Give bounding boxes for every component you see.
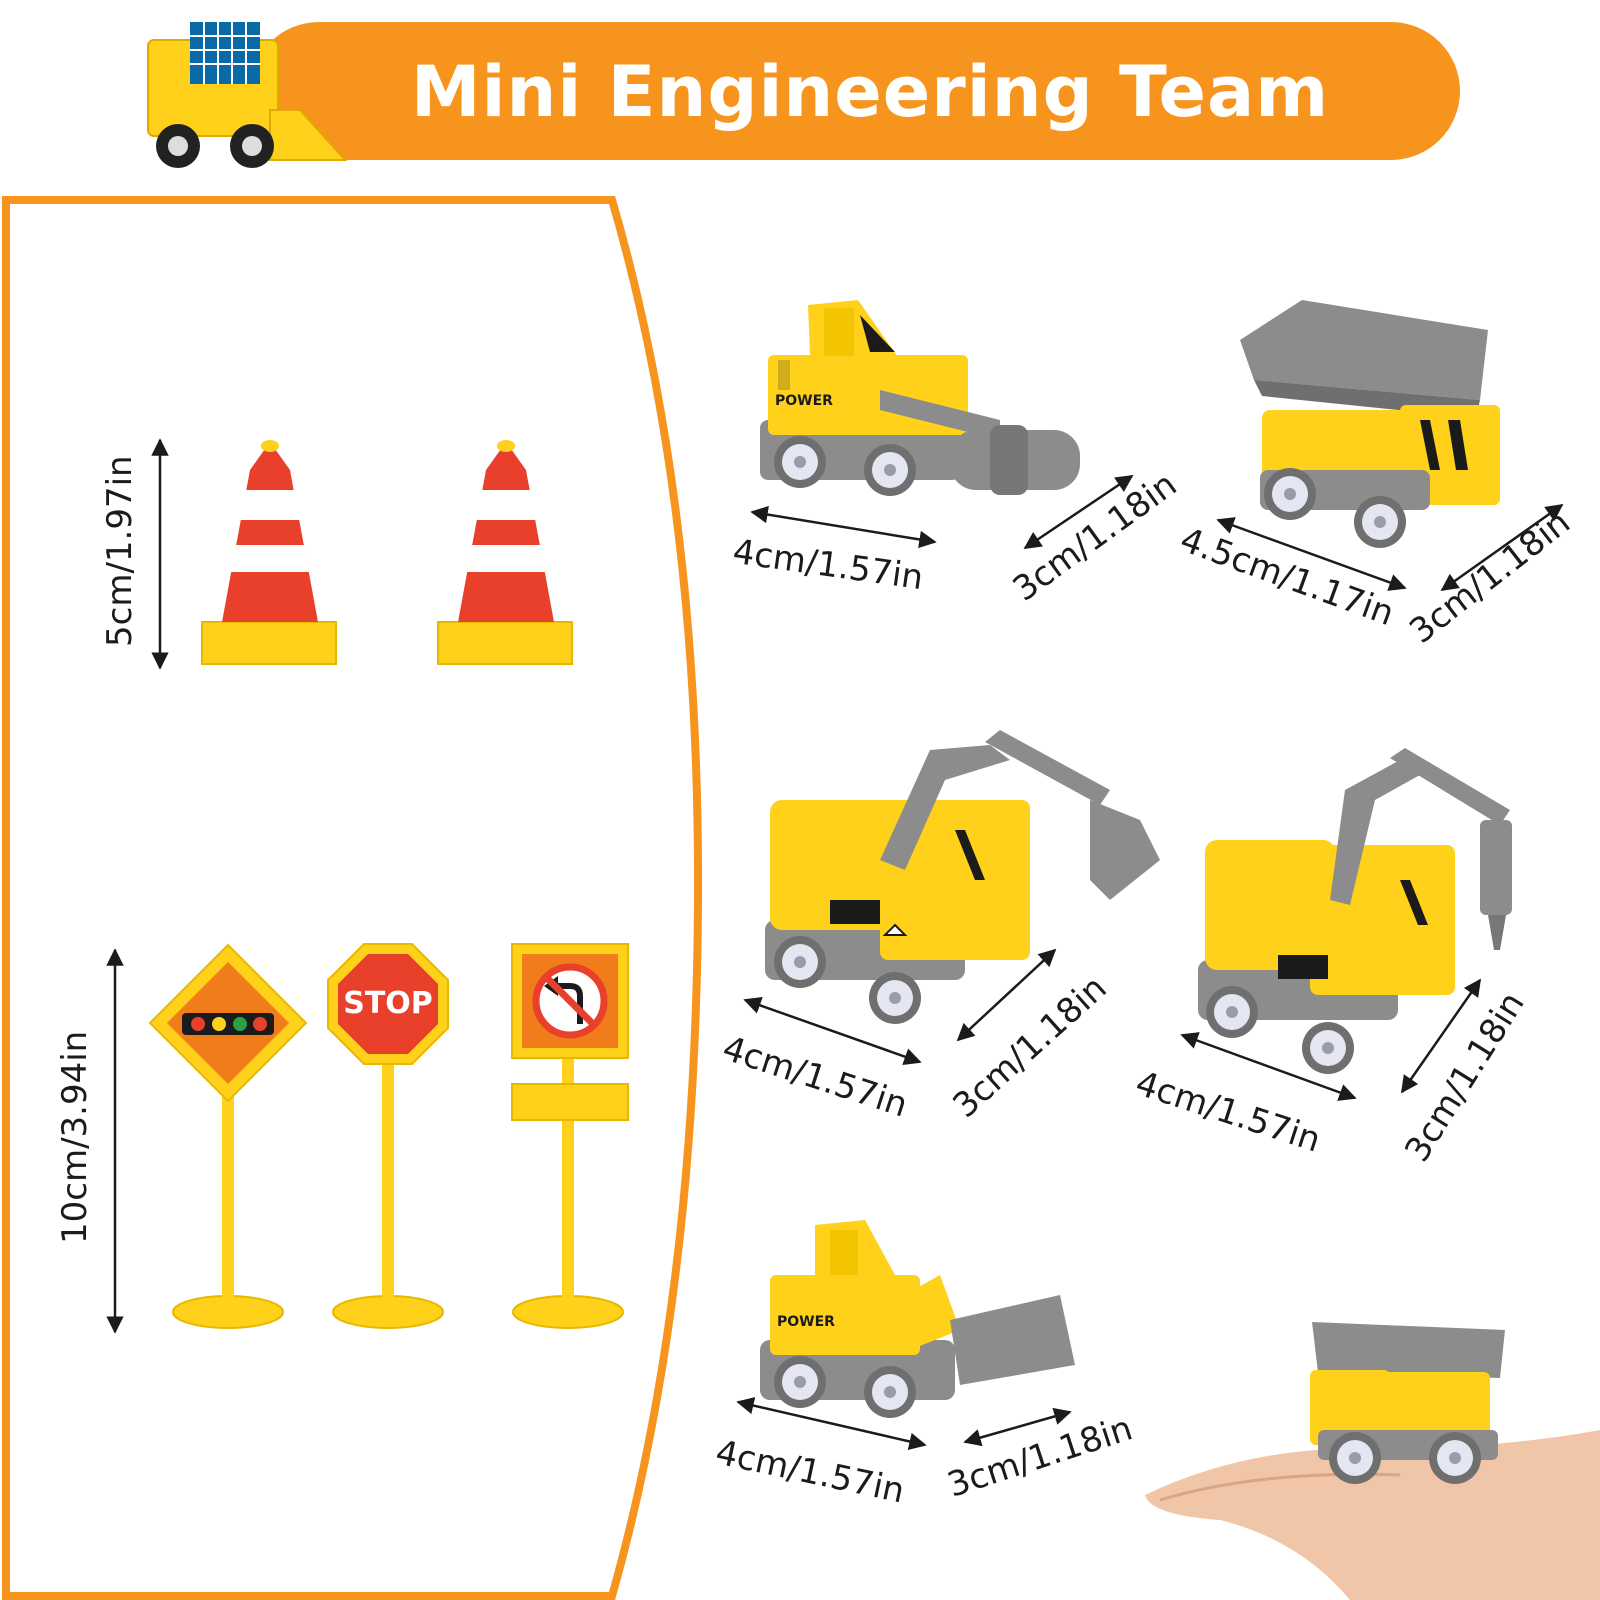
bulldozer: POWER <box>760 1220 1075 1418</box>
svg-text:POWER: POWER <box>777 1314 835 1330</box>
dump-truck-length-arrow <box>1216 517 1407 591</box>
sign-height-label: 10cm/3.94in <box>55 1030 95 1244</box>
stop-sign <box>327 943 449 1329</box>
excavator-length-arrow <box>743 997 922 1065</box>
bulldozer-length-arrow <box>736 1397 927 1450</box>
svg-text:POWER: POWER <box>775 393 833 409</box>
stop-sign-text: STOP <box>343 986 433 1021</box>
drill-excavator <box>1198 748 1512 1074</box>
traffic-cone <box>437 440 573 665</box>
road-roller-length-arrow <box>750 505 937 549</box>
excavator-width-arrow <box>956 948 1057 1042</box>
drill-excavator-width-arrow <box>1400 978 1482 1094</box>
accessory-frame <box>2 196 703 1600</box>
cone-height-label: 5cm/1.97in <box>100 455 140 647</box>
road-roller: POWER <box>760 300 1080 496</box>
title-banner <box>250 22 1460 160</box>
dump-truck-width-arrow <box>1440 503 1564 592</box>
traffic-light-sign <box>148 943 308 1329</box>
bulldozer-width-arrow <box>963 1407 1072 1447</box>
skid-steer-logo <box>147 22 348 168</box>
excavator <box>765 730 1160 1024</box>
traffic-cone <box>201 440 337 665</box>
drill-excavator-length-arrow <box>1180 1032 1357 1101</box>
dump-truck <box>1240 300 1500 548</box>
mini-dump-truck <box>1310 1322 1505 1484</box>
road-roller-width-arrow <box>1023 474 1134 550</box>
banner-title: Mini Engineering Team <box>410 51 1330 133</box>
no-left-turn-sign <box>511 943 629 1329</box>
